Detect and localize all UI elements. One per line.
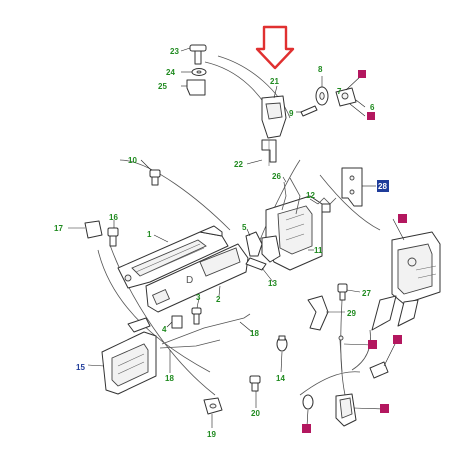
square-marker-icon [302, 424, 311, 433]
bracket-part-22 [261, 139, 277, 166]
grommet-bottom [302, 394, 314, 410]
inner-handle-part-15 [101, 317, 157, 395]
callout-12: 12 [306, 191, 315, 200]
panel-letter: D [186, 275, 193, 286]
callout-29: 29 [347, 309, 356, 318]
grommet-part-8 [315, 86, 329, 106]
callout-box-28 [377, 180, 389, 192]
callout-27: 27 [362, 289, 371, 298]
square-marker-icon [367, 112, 375, 120]
clip-part-25 [186, 79, 206, 96]
down-arrow-icon [255, 25, 295, 70]
callout-13: 13 [268, 279, 277, 288]
plate-part-28 [341, 167, 363, 207]
callout-22: 22 [234, 160, 243, 169]
screw-part-20 [249, 375, 261, 392]
callout-8: 8 [318, 65, 323, 74]
washer-part-24 [191, 68, 207, 76]
callout-6: 6 [370, 103, 375, 112]
cable-lines [97, 55, 381, 396]
callout-7: 7 [337, 87, 342, 96]
lever-part-5 [245, 231, 263, 257]
handle-housing-part-2: D [145, 243, 249, 313]
link-part-13 [245, 257, 267, 271]
callout-11: 11 [314, 246, 323, 255]
square-marker-icon [393, 335, 402, 344]
callout-15: 15 [76, 363, 85, 372]
callout-5: 5 [242, 223, 247, 232]
square-marker-icon [380, 404, 389, 413]
lock-housing-part-21 [261, 95, 287, 139]
spring-part-12 [317, 197, 337, 213]
square-markers [302, 70, 407, 433]
square-marker-icon [368, 340, 377, 349]
grommet-part-14 [276, 335, 288, 352]
callout-19: 19 [207, 430, 216, 439]
callout-18-upper: 18 [250, 329, 259, 338]
callout-17: 17 [54, 224, 63, 233]
rod-part-18 [159, 313, 251, 349]
bolt-part-16 [107, 227, 119, 247]
leader-lines [68, 47, 405, 428]
callout-9: 9 [289, 109, 294, 118]
callout-21: 21 [270, 77, 279, 86]
callout-28: 28 [378, 182, 387, 191]
lock-assembly-part-11 [261, 195, 323, 271]
callout-1: 1 [147, 230, 152, 239]
callout-3: 3 [196, 293, 201, 302]
callout-26: 26 [272, 172, 281, 181]
screw-part-23 [189, 44, 207, 65]
callout-4: 4 [162, 325, 167, 334]
callout-25: 25 [158, 82, 167, 91]
connector-right [369, 361, 389, 379]
grommet-part-19 [203, 397, 223, 415]
door-lock-actuator [371, 231, 441, 331]
door-switch-part [335, 393, 357, 427]
screw-part-27 [337, 283, 348, 301]
screw-part-10 [149, 169, 161, 186]
callout-16: 16 [109, 213, 118, 222]
clip-part-17 [84, 220, 103, 239]
callout-23: 23 [170, 47, 179, 56]
door-handle-part-1 [117, 225, 229, 289]
square-marker-icon [398, 214, 407, 223]
square-marker-icon [358, 70, 366, 78]
callout-numbers: 1 2 3 4 5 6 7 8 9 10 11 12 13 14 15 16 1… [54, 47, 387, 439]
callout-18-lower: 18 [165, 374, 174, 383]
callout-24: 24 [166, 68, 175, 77]
callout-2: 2 [216, 295, 221, 304]
bracket-part-29 [307, 295, 329, 331]
callout-10: 10 [128, 156, 137, 165]
rod-vertical [338, 335, 344, 373]
callout-14: 14 [276, 374, 285, 383]
callout-20: 20 [251, 409, 260, 418]
clip-part-4 [171, 315, 183, 329]
screw-part-3 [191, 307, 202, 325]
screw-part-9 [300, 105, 318, 117]
rod-part-26 [281, 177, 301, 215]
